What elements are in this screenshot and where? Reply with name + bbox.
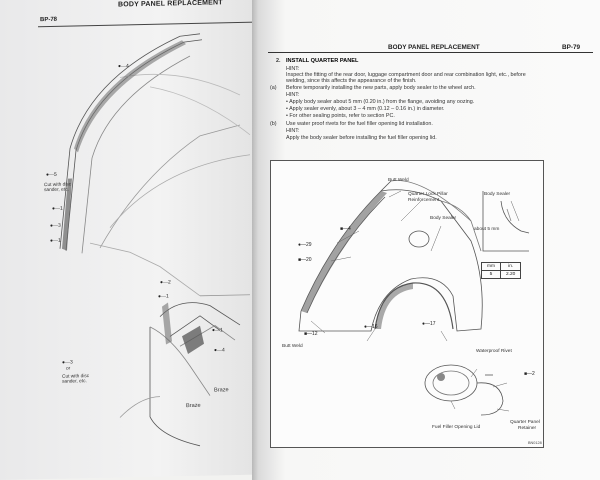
sub-b-label: (b) bbox=[270, 121, 277, 127]
bullet-2: • Apply sealer evenly, about 3 – 4 mm (0… bbox=[286, 106, 445, 112]
figure-code: BN0128 bbox=[528, 441, 542, 445]
spec-table-row: 5 2.20 bbox=[481, 270, 522, 279]
quarter-pillar-diagram bbox=[59, 33, 251, 447]
hint-text-1b: welding, since this affects the appearan… bbox=[286, 78, 417, 84]
quarter-lock-label: Quarter Lock Pillar bbox=[408, 192, 448, 197]
callout-4-bottom: ●—4 bbox=[214, 347, 225, 354]
hint-label-1: HINT: bbox=[286, 66, 300, 72]
callout-3b: ●—3 bbox=[62, 359, 73, 366]
spec-header-in: in. bbox=[499, 262, 522, 271]
spec-value-mm: 5 bbox=[481, 270, 501, 279]
sub-b-text: Use water proof rivets for the fuel fill… bbox=[286, 121, 433, 127]
body-sealer-right-label: Body Sealer bbox=[484, 192, 511, 197]
cut-note-2: Cut with disc sander, etc. bbox=[62, 374, 90, 386]
spec-table-header-row: mm in. bbox=[481, 262, 522, 271]
right-header-rule bbox=[268, 52, 593, 53]
callout-5: ●—5 bbox=[46, 171, 57, 179]
braze-label-1: Braze bbox=[214, 387, 229, 394]
step-number: 2. bbox=[276, 58, 281, 64]
bullet-1: • Apply body sealer about 5 mm (0.20 in.… bbox=[286, 99, 475, 105]
quarter-panel-drawing bbox=[298, 180, 530, 416]
cut-note-1: Cut with disc sander, etc. bbox=[44, 182, 72, 194]
callout-1a: ●—1 bbox=[52, 205, 63, 212]
callout-1b: ●—1 bbox=[50, 237, 61, 244]
spec-value-in: 2.20 bbox=[499, 270, 522, 279]
fig-callout-29: ●—29 bbox=[298, 242, 312, 248]
right-page-code: BP-79 bbox=[562, 44, 581, 51]
hint-label-3: HINT: bbox=[286, 128, 300, 134]
spec-header-mm: mm bbox=[481, 262, 501, 271]
right-page: BODY PANEL REPLACEMENT BP-79 2. INSTALL … bbox=[258, 0, 600, 480]
fig-callout-20: ■—20 bbox=[298, 257, 312, 263]
callout-3a: ●—3 bbox=[50, 222, 61, 229]
fig-callout-16: ●—16 bbox=[364, 324, 378, 330]
quarter-panel-retainer-label-2: Retainer bbox=[518, 426, 537, 431]
callout-1c: ●—1 bbox=[158, 293, 169, 300]
butt-weld-top-label: Butt Weld bbox=[388, 178, 409, 183]
waterproof-rivet-label: Waterproof Rivet bbox=[476, 349, 512, 354]
fig-callout-4: ■—4 bbox=[340, 226, 351, 232]
hint-text-1a: Inspect the fitting of the rear door, lu… bbox=[286, 72, 526, 78]
butt-weld-bottom-label: Butt Weld bbox=[282, 344, 303, 349]
bullet-3: • For other sealing points, refer to sec… bbox=[286, 113, 395, 119]
callout-1d: ●—1 bbox=[212, 327, 223, 334]
fuel-filler-lid-label: Fuel Filler Opening Lid bbox=[432, 425, 481, 430]
sub-a-label: (a) bbox=[270, 85, 277, 91]
body-sealer-mid-label: Body Sealer bbox=[430, 216, 457, 221]
cut-note-or: or bbox=[66, 366, 71, 372]
right-section-title: BODY PANEL REPLACEMENT bbox=[388, 44, 480, 51]
sub-a-text: Before temporarily installing the new pa… bbox=[286, 85, 476, 91]
fig-callout-12: ■—12 bbox=[304, 331, 318, 337]
hint-text-3: Apply the body sealer before installing … bbox=[286, 135, 437, 141]
callout-4-top: ●—4 bbox=[118, 63, 129, 70]
quarter-panel-retainer-label-1: Quarter Panel bbox=[510, 420, 540, 425]
spec-table: mm in. 5 2.20 bbox=[481, 262, 522, 279]
reinforcement-label: Reinforcement bbox=[408, 198, 440, 203]
step-title: INSTALL QUARTER PANEL bbox=[286, 58, 359, 64]
braze-label-2: Braze bbox=[186, 402, 201, 410]
fig-callout-17: ●—17 bbox=[422, 321, 436, 327]
about-5mm-label: about 5 mm bbox=[474, 227, 500, 232]
hint-label-2: HINT: bbox=[286, 92, 300, 98]
left-page: BP-78 BODY PANEL REPLACEMENT bbox=[0, 0, 265, 480]
callout-2: ●—2 bbox=[160, 279, 171, 286]
quarter-panel-figure bbox=[270, 160, 544, 448]
fig-callout-2: ■—2 bbox=[524, 371, 535, 377]
